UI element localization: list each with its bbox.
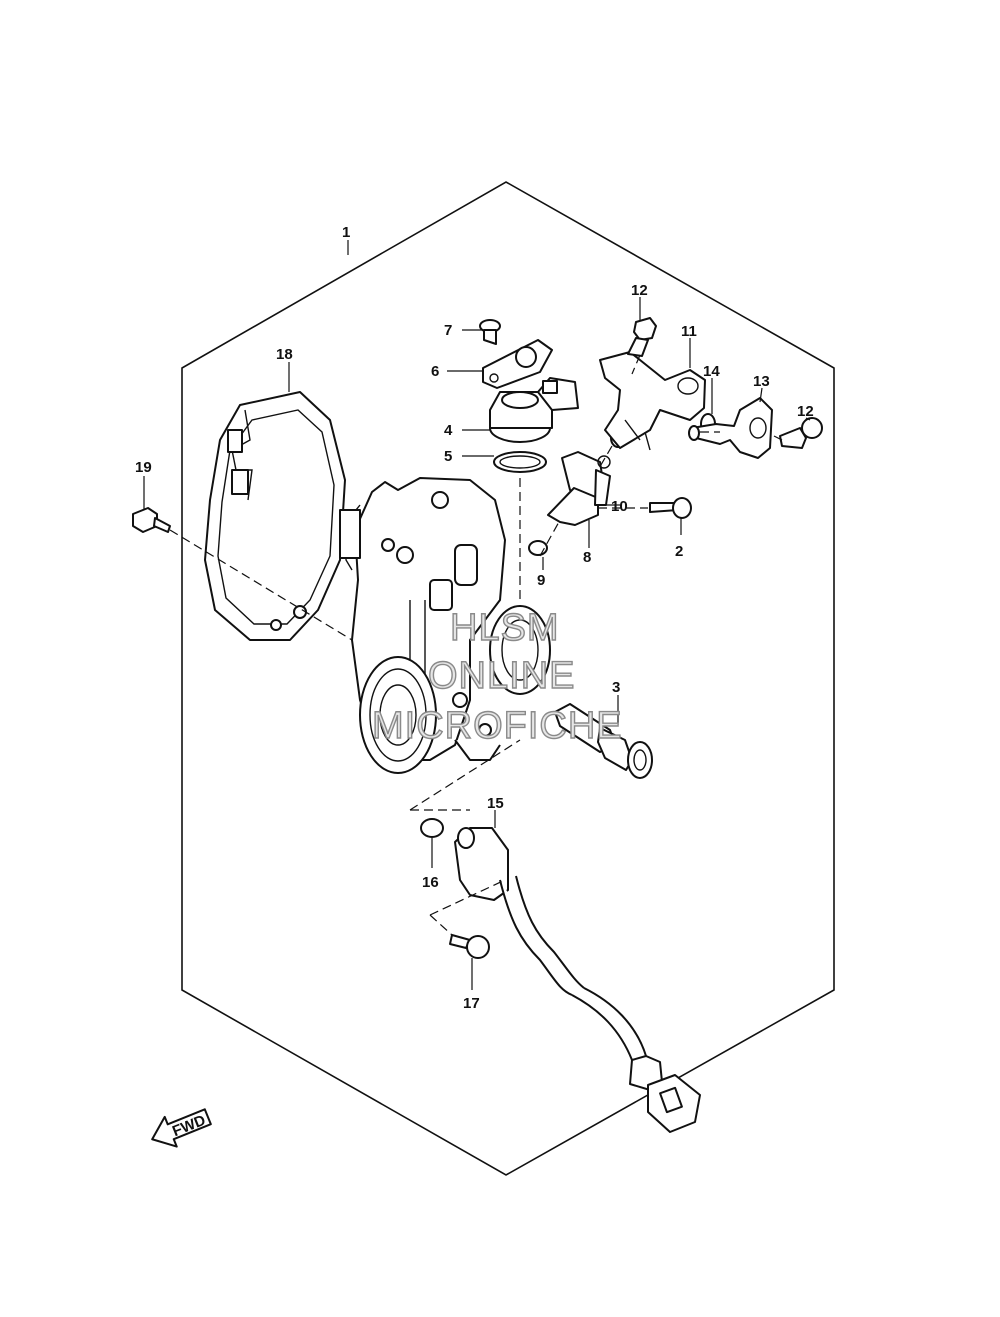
part-17-bolt[interactable]	[449, 934, 490, 959]
part-12-bolt-upper[interactable]	[627, 317, 657, 357]
part-2-screw[interactable]	[649, 497, 692, 519]
part-3-adjuster[interactable]	[554, 703, 653, 779]
fwd-label: FWD	[170, 1112, 208, 1141]
fwd-arrow: FWD	[151, 1108, 212, 1148]
part-19-bolt[interactable]	[132, 507, 171, 533]
assembly-outline	[181, 181, 835, 1176]
callout-16[interactable]: 16	[422, 874, 439, 891]
throttle-body[interactable]	[339, 477, 551, 774]
callout-10[interactable]: 10	[611, 498, 628, 515]
leader-lines	[143, 240, 811, 990]
callout-7[interactable]: 7	[444, 322, 452, 339]
part-9-oring[interactable]	[528, 540, 548, 556]
callout-2[interactable]: 2	[675, 543, 683, 560]
part-16-oring[interactable]	[420, 818, 444, 838]
callout-5[interactable]: 5	[444, 448, 452, 465]
callout-9[interactable]: 9	[537, 572, 545, 589]
part-6-plate[interactable]	[482, 339, 553, 389]
part-13-sensor[interactable]	[688, 397, 773, 459]
part-11-bracket[interactable]	[599, 351, 706, 451]
callout-8[interactable]: 8	[583, 549, 591, 566]
part-18-cover[interactable]	[204, 391, 346, 641]
part-8-sensor[interactable]	[547, 451, 611, 526]
callout-numbers: 1 2 3 4 5 6 7 8 9 10 11 12 12 13 14 15 1…	[135, 224, 814, 1012]
callout-12-upper[interactable]: 12	[631, 282, 648, 299]
callout-13[interactable]: 13	[753, 373, 770, 390]
watermark-line-1: HLSM	[450, 607, 560, 649]
part-5-oring[interactable]	[493, 451, 547, 473]
callout-11[interactable]: 11	[681, 323, 697, 340]
callout-12-right[interactable]: 12	[797, 403, 814, 420]
callout-19[interactable]: 19	[135, 459, 152, 476]
watermark-line-2: ONLINE	[428, 655, 575, 697]
part-4-sensor[interactable]	[489, 377, 579, 443]
callout-18[interactable]: 18	[276, 346, 293, 363]
callout-6[interactable]: 6	[431, 363, 439, 380]
callout-1[interactable]: 1	[342, 224, 350, 241]
callout-15[interactable]: 15	[487, 795, 504, 812]
callout-14[interactable]: 14	[703, 363, 720, 380]
watermark-line-3: MICROFICHE	[372, 705, 623, 747]
callout-17[interactable]: 17	[463, 995, 480, 1012]
part-7-screw[interactable]	[479, 319, 501, 345]
callout-3[interactable]: 3	[612, 679, 620, 696]
callout-4[interactable]: 4	[444, 422, 453, 439]
watermark: HLSM ONLINE MICROFICHE	[371, 606, 623, 747]
part-15-sensor-harness[interactable]	[454, 827, 701, 1133]
part-12-bolt-right[interactable]	[779, 417, 823, 449]
